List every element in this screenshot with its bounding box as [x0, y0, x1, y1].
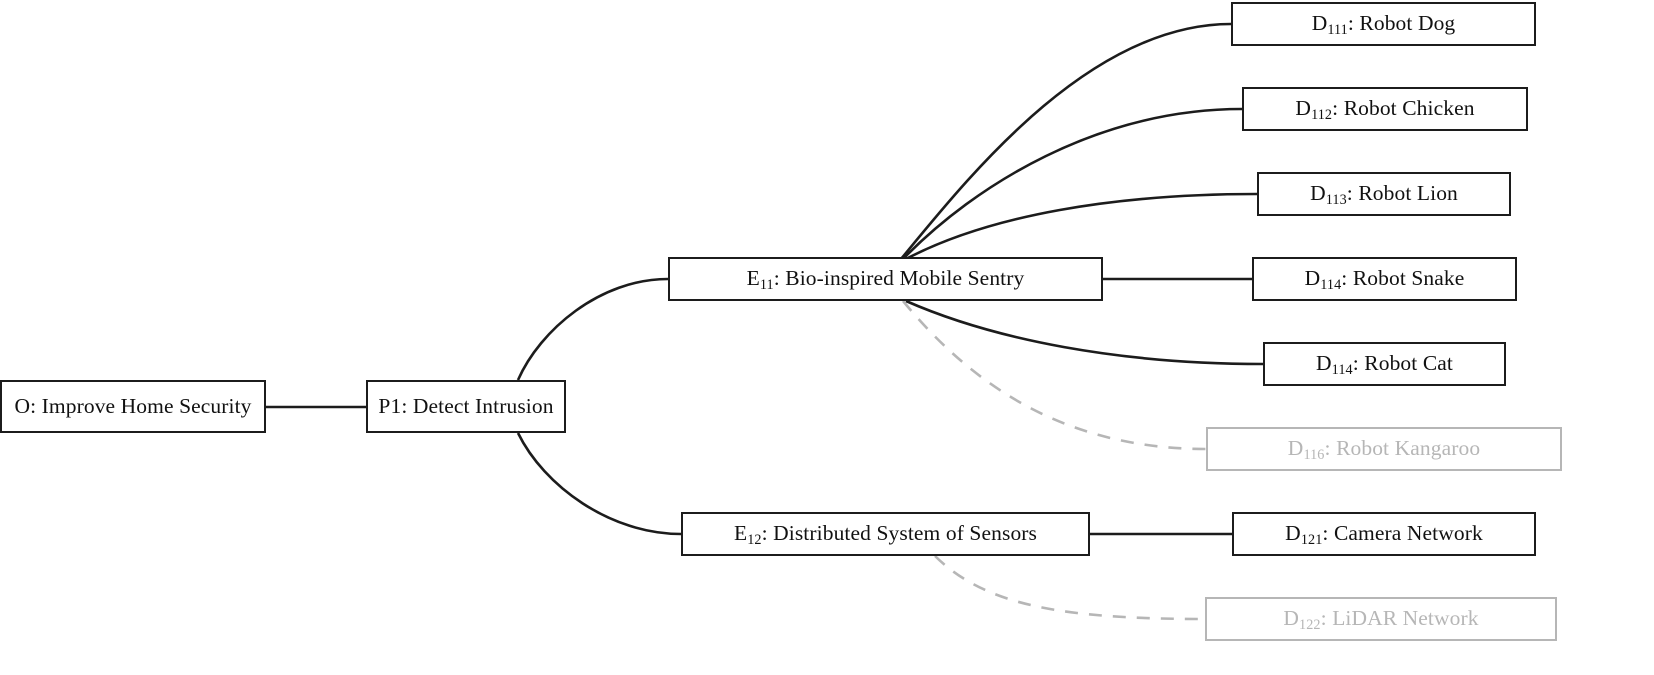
edge-e11-d111 — [899, 22, 1232, 260]
node-subscript: 113 — [1325, 192, 1347, 209]
node-design-d122[interactable]: D122: LiDAR Network — [1205, 597, 1557, 641]
node-label: O: Improve Home Security — [14, 393, 252, 418]
node-label: D116: Robot Kangaroo — [1287, 436, 1481, 464]
edge-e11-d116 — [901, 300, 1207, 451]
node-subscript: 122 — [1299, 617, 1321, 634]
node-subscript: 112 — [1311, 107, 1333, 124]
node-subscript: 12 — [747, 532, 762, 549]
node-label: D122: LiDAR Network — [1283, 606, 1479, 634]
node-design-d114-cat[interactable]: D114: Robot Cat — [1263, 342, 1506, 386]
node-label: P1: Detect Intrusion — [378, 393, 554, 418]
node-label: D114: Robot Cat — [1316, 351, 1453, 379]
node-design-d111[interactable]: D111: Robot Dog — [1231, 2, 1536, 46]
node-subscript: 11 — [759, 277, 774, 294]
node-embodiment-e11[interactable]: E11: Bio-inspired Mobile Sentry — [668, 257, 1103, 301]
node-label: E12: Distributed System of Sensors — [733, 521, 1038, 549]
node-design-d113[interactable]: D113: Robot Lion — [1257, 172, 1511, 216]
node-label: E11: Bio-inspired Mobile Sentry — [746, 266, 1025, 294]
edge-p1-e11 — [516, 277, 669, 381]
edge-e12-d122 — [934, 555, 1206, 621]
edge-p1-e12 — [516, 432, 682, 536]
node-subscript: 121 — [1300, 532, 1323, 549]
node-problem-p1[interactable]: P1: Detect Intrusion — [366, 380, 566, 433]
node-design-d112[interactable]: D112: Robot Chicken — [1242, 87, 1528, 131]
edge-e11-d112 — [902, 107, 1243, 260]
node-embodiment-e12[interactable]: E12: Distributed System of Sensors — [681, 512, 1090, 556]
node-subscript: 114 — [1331, 362, 1353, 379]
edge-e11-d113 — [905, 192, 1258, 261]
edge-e11-d114b — [905, 299, 1264, 366]
node-design-d116[interactable]: D116: Robot Kangaroo — [1206, 427, 1562, 471]
node-objective-o[interactable]: O: Improve Home Security — [0, 380, 266, 433]
node-label: D113: Robot Lion — [1310, 181, 1458, 209]
node-label: D111: Robot Dog — [1311, 11, 1456, 39]
node-label: D121: Camera Network — [1285, 521, 1483, 549]
node-label: D114: Robot Snake — [1304, 266, 1465, 294]
node-subscript: 116 — [1303, 447, 1325, 464]
node-design-d114-snake[interactable]: D114: Robot Snake — [1252, 257, 1517, 301]
node-design-d121[interactable]: D121: Camera Network — [1232, 512, 1536, 556]
node-label: D112: Robot Chicken — [1295, 96, 1475, 124]
node-subscript: 111 — [1327, 22, 1348, 39]
node-subscript: 114 — [1320, 277, 1342, 294]
